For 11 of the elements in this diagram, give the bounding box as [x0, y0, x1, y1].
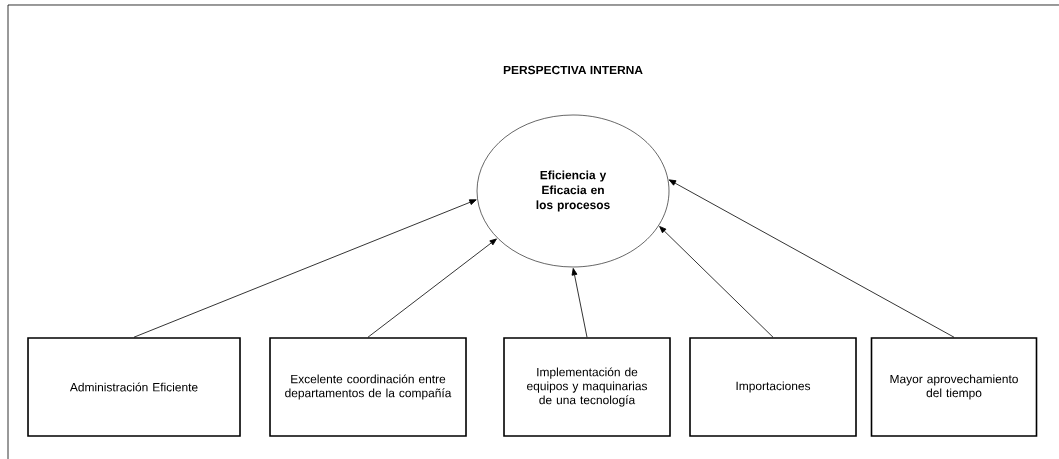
process-box: Excelente coordinación entre departamentos de la compañía: [269, 337, 467, 437]
arrow: [668, 179, 955, 338]
arrow: [571, 268, 588, 338]
process-box: Mayor aprovechamiento del tiempo: [870, 337, 1038, 437]
arrow: [659, 226, 774, 338]
process-box: Administración Eficiente: [27, 337, 241, 437]
arrow: [133, 199, 477, 338]
process-box: Importaciones: [689, 337, 857, 437]
title: PERSPECTIVA INTERNA: [503, 65, 643, 75]
arrow: [367, 238, 497, 338]
process-box: Implementación de equipos y maquinarias de una tecnología: [503, 337, 671, 437]
